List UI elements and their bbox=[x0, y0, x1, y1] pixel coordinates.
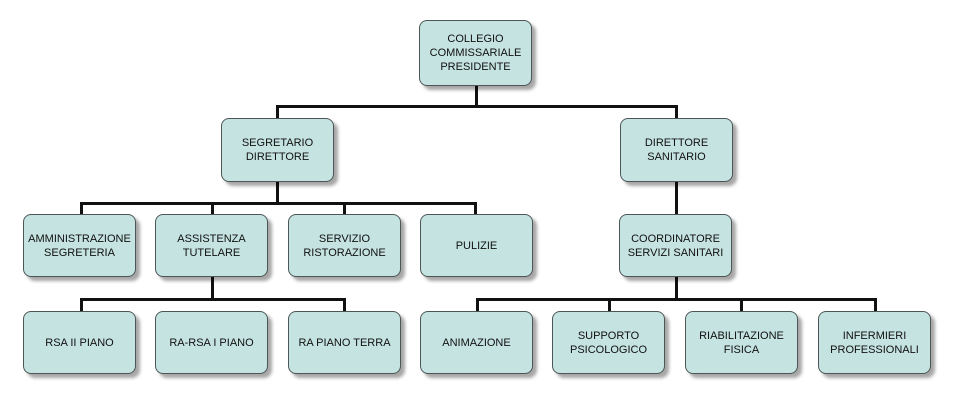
connector-line bbox=[343, 298, 346, 311]
node-riabilitazione-fisica: RIABILITAZIONE FISICA bbox=[685, 311, 798, 374]
connector-line bbox=[474, 202, 477, 214]
node-rsa-ii-piano: RSA II PIANO bbox=[23, 311, 136, 374]
connector-line bbox=[276, 182, 279, 204]
connector-line bbox=[475, 85, 478, 107]
connector-line bbox=[675, 182, 678, 214]
connector-line bbox=[740, 298, 743, 311]
connector-line bbox=[476, 298, 877, 301]
node-servizio-ristorazione: SERVIZIO RISTORAZIONE bbox=[288, 214, 401, 277]
connector-line bbox=[80, 298, 346, 301]
connector-line bbox=[211, 202, 214, 214]
connector-line bbox=[476, 298, 479, 311]
node-direttore-sanitario: DIRETTORE SANITARIO bbox=[620, 118, 733, 182]
connector-line bbox=[80, 202, 83, 214]
connector-line bbox=[211, 276, 214, 300]
connector-line bbox=[80, 202, 477, 205]
connector-line bbox=[675, 276, 678, 300]
node-ra-piano-terra: RA PIANO TERRA bbox=[288, 311, 401, 374]
node-pulizie: PULIZIE bbox=[420, 214, 533, 277]
node-coordinatore-servizi-sanitari: COORDINATORE SERVIZI SANITARI bbox=[619, 214, 732, 277]
node-infermieri-professionali: INFERMIERI PROFESSIONALI bbox=[818, 311, 931, 374]
connector-line bbox=[675, 105, 678, 118]
node-assistenza-tutelare: ASSISTENZA TUTELARE bbox=[155, 214, 268, 277]
node-ra-rsa-i-piano: RA-RSA I PIANO bbox=[155, 311, 268, 374]
node-animazione: ANIMAZIONE bbox=[420, 311, 533, 374]
node-collegio-presidente: COLLEGIO COMMISSARIALE PRESIDENTE bbox=[419, 20, 532, 86]
connector-line bbox=[608, 298, 611, 311]
connector-line bbox=[874, 298, 877, 311]
connector-line bbox=[276, 105, 678, 108]
node-supporto-psicologico: SUPPORTO PSICOLOGICO bbox=[552, 311, 665, 374]
node-amministrazione-segreteria: AMMINISTRAZIONE SEGRETERIA bbox=[23, 214, 136, 277]
node-segretario-direttore: SEGRETARIO DIRETTORE bbox=[221, 118, 334, 182]
connector-line bbox=[343, 202, 346, 214]
connector-line bbox=[276, 105, 279, 118]
connector-line bbox=[80, 298, 83, 311]
